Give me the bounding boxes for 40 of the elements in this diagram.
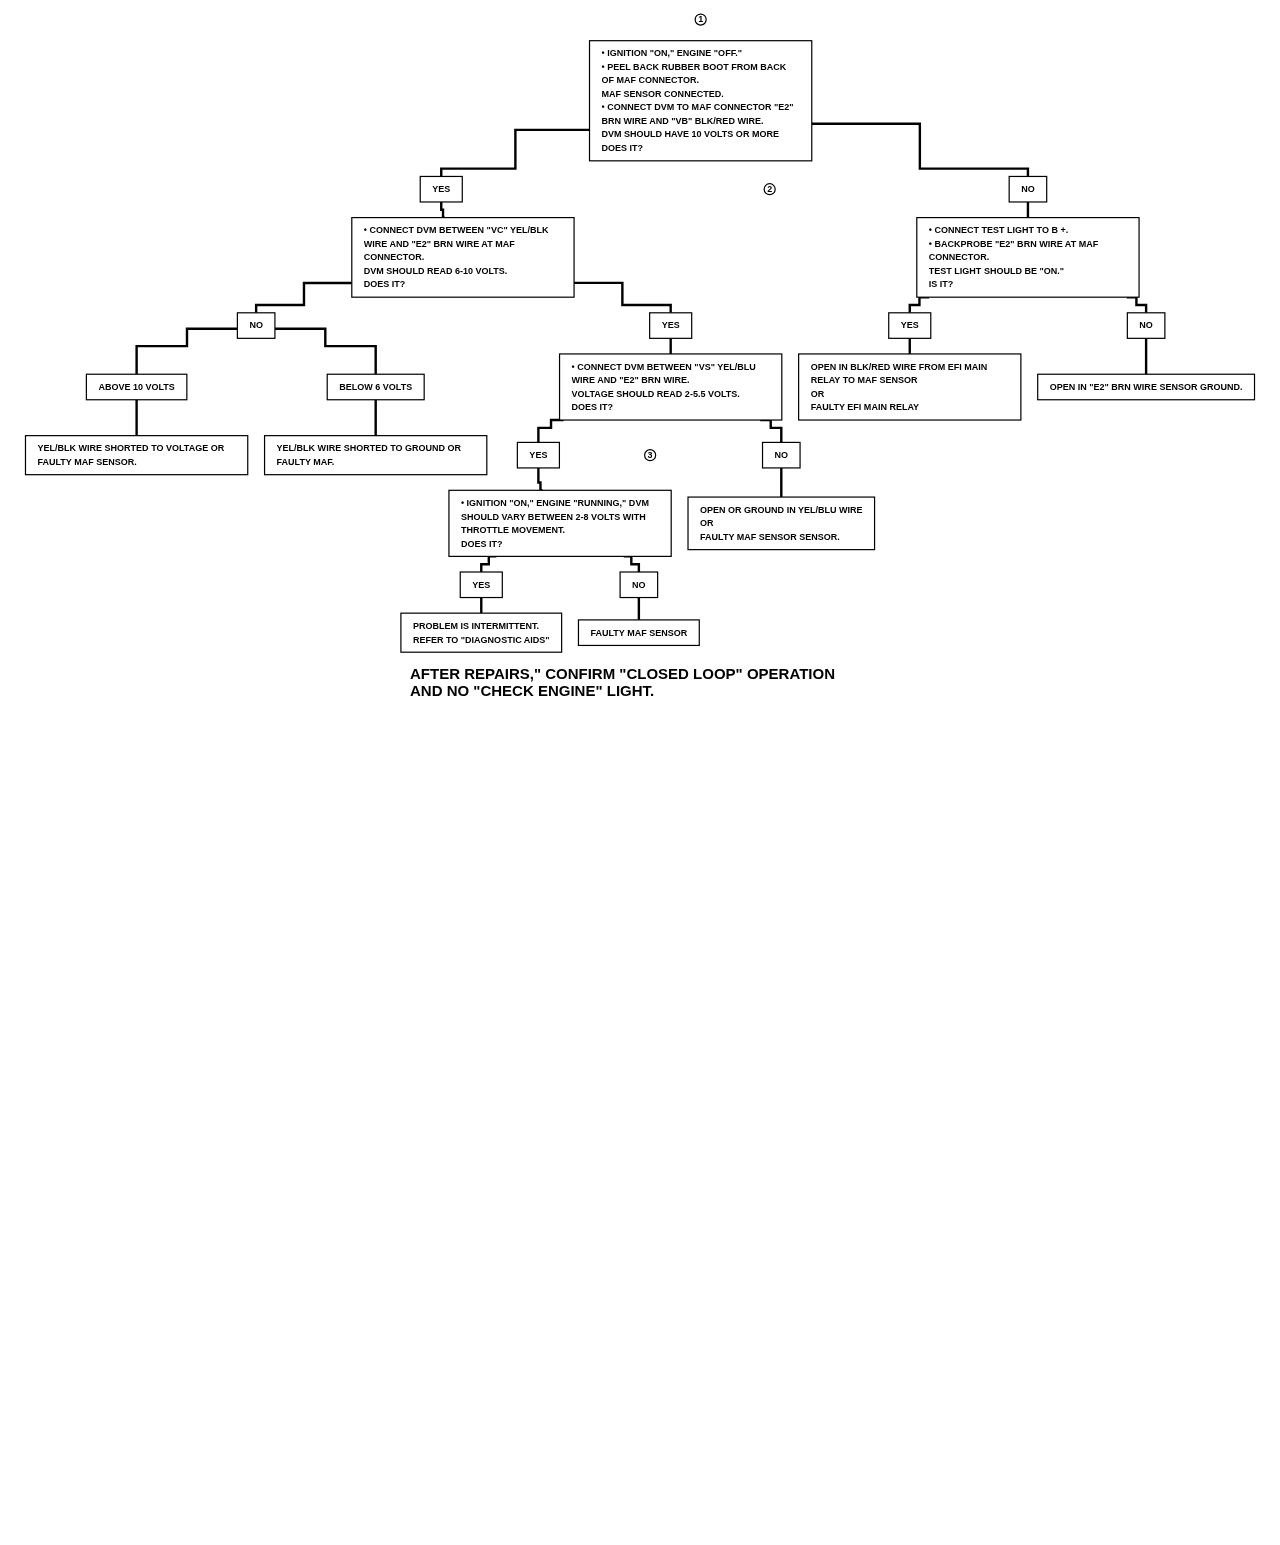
node-box: YES [888,312,932,339]
node-circle: 3 [644,449,657,462]
node-box: • CONNECT DVM BETWEEN "VC" YEL/BLK WIRE AND "E2" BRN WIRE AT MAF CONNECTOR. DVM SHOULD READ 6-10 VOLTS. DOES IT? [351,217,575,298]
node-box: ABOVE 10 VOLTS [85,373,188,401]
node-box: YEL/BLK WIRE SHORTED TO GROUND OR FAULTY MAF. [263,435,488,476]
node-box: YES [459,571,503,599]
node-box: YES [516,441,560,469]
connector [1144,337,1148,376]
connector [537,466,543,492]
connector [811,122,1030,178]
connector [574,281,672,314]
node-box: FAULTY MAF SENSOR [577,619,700,647]
node-box: YES [649,312,693,339]
connector [780,466,783,499]
connector [135,327,238,376]
node-box: • IGNITION "ON," ENGINE "OFF." • PEEL BACK RUBBER BOOT FROM BACK OF MAF CONNECTOR. MAF SENSOR CONNECTED. • CONNECT DVM TO MAF CONNECTOR "E2" BRN WIRE AND "VB" BLK/RED WIRE. DVM SHOULD HAVE 10 VOLTS OR MORE DOES IT? [588,40,813,162]
node-box: OPEN IN BLK/RED WIRE FROM EFI MAIN RELAY TO MAF SENSOR OR FAULTY EFI MAIN RELAY [798,353,1022,421]
connector [440,128,590,178]
node-box: NO [619,571,659,599]
node-box: NO [236,312,276,339]
node-box: • IGNITION "ON," ENGINE "RUNNING," DVM SHOULD VARY BETWEEN 2-8 VOLTS WITH THROTTLE MOVEMENT. DOES IT? [448,489,672,557]
node-box: • CONNECT DVM BETWEEN "VS" YEL/BLU WIRE AND "E2" BRN WIRE. VOLTAGE SHOULD READ 2-5.5 VOLTS. DOES IT? [558,353,783,421]
node-box: OPEN OR GROUND IN YEL/BLU WIRE OR FAULTY MAF SENSOR SENSOR. [687,496,876,551]
connector [374,398,377,437]
note-text: AFTER REPAIRS," CONFIRM "CLOSED LOOP" OPERATION AND NO "CHECK ENGINE" LIGHT. [410,665,836,699]
connector [274,327,377,376]
connector [135,398,138,437]
node-box: OPEN IN "E2" BRN WIRE SENSOR GROUND. [1037,373,1256,401]
node-box: • CONNECT TEST LIGHT TO B +. • BACKPROBE "E2" BRN WIRE AT MAF CONNECTOR. TEST LIGHT SHOULD BE "ON." IS IT? [916,217,1140,298]
node-box: YES [419,175,463,203]
node-box: NO [1126,312,1166,339]
connector [440,200,446,219]
connector [254,281,352,314]
node-box: NO [761,441,801,469]
node-box: YEL/BLK WIRE SHORTED TO VOLTAGE OR FAULTY MAF SENSOR. [24,435,249,476]
node-circle: 1 [694,13,707,26]
node-circle: 2 [763,183,776,196]
node-box: BELOW 6 VOLTS [326,373,425,401]
node-box: PROBLEM IS INTERMITTENT. REFER TO "DIAGNOSTIC AIDS" [400,612,563,653]
node-box: NO [1008,175,1048,203]
